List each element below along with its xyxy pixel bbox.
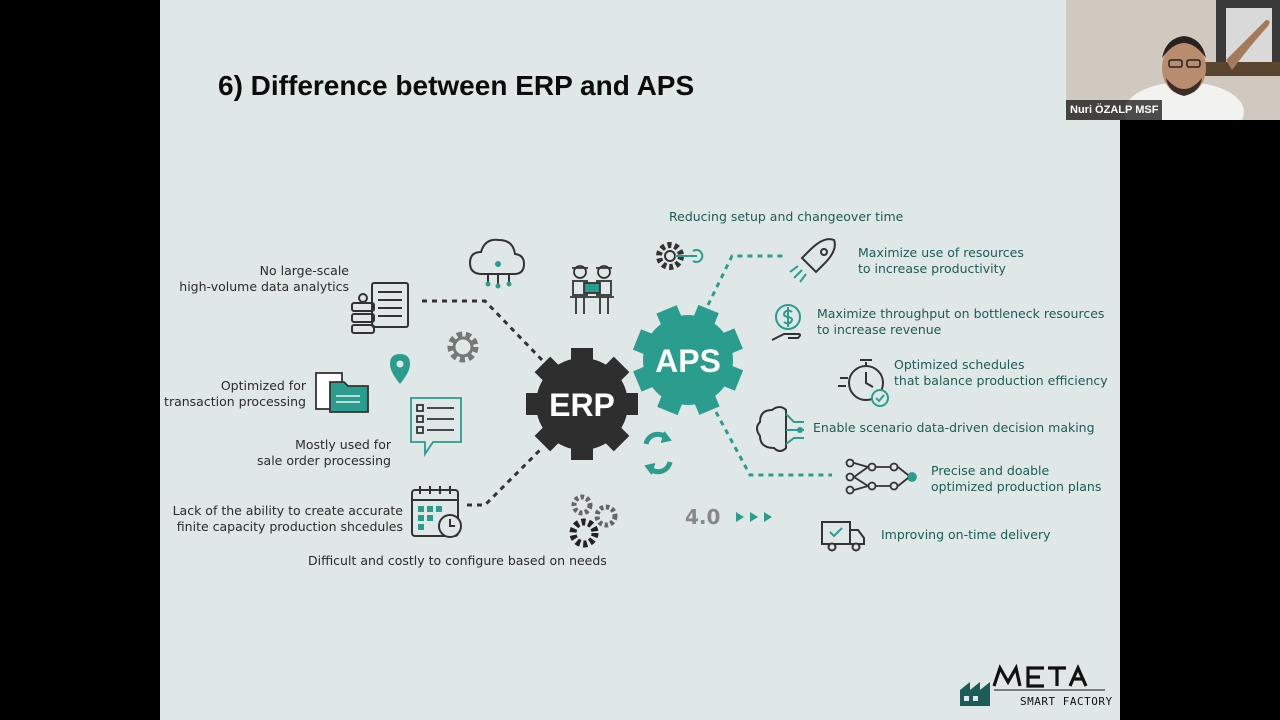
cloud-network-icon — [468, 238, 526, 289]
participant-video-tile[interactable] — [1066, 0, 1280, 120]
diagram-graphic: ERP APS — [315, 238, 917, 552]
aps-point-decision-making: Enable scenario data-driven decision mak… — [813, 420, 1095, 435]
industry-40-badge: 4.0 — [685, 505, 720, 529]
aps-point-on-time-delivery: Improving on-time delivery — [881, 527, 1051, 542]
erp-connector-top — [422, 299, 544, 362]
process-flow-icon — [845, 458, 917, 495]
server-database-icon — [351, 282, 409, 334]
folder-files-icon — [315, 372, 369, 413]
slide: 6) Difference between ERP and APS — [160, 0, 1120, 720]
gear-wrench-icon — [656, 242, 704, 270]
participant-name-tag: Nuri ÖZALP MSF — [1066, 100, 1163, 120]
calendar-clock-icon — [411, 486, 462, 538]
forward-arrows-icon — [736, 512, 772, 522]
erp-connector-bottom — [467, 446, 544, 507]
erp-point-configure-cost: Difficult and costly to configure based … — [308, 553, 607, 568]
erp-gear — [526, 348, 638, 460]
gear-gray-icon — [447, 331, 479, 363]
refresh-cycle-icon — [643, 431, 673, 475]
aps-point-throughput: Maximize throughput on bottleneck resour… — [817, 306, 1105, 337]
delivery-truck-icon — [821, 521, 865, 552]
meta-smart-factory-logo: SMART FACTORY — [960, 663, 1113, 708]
logo-tagline: SMART FACTORY — [1020, 695, 1113, 708]
aps-connector-top — [706, 254, 785, 306]
rocket-icon — [789, 238, 836, 283]
workers-conveyor-icon — [570, 265, 614, 314]
erp-label: ERP — [549, 387, 615, 423]
checklist-chat-icon — [410, 397, 462, 457]
slide-title: 6) Difference between ERP and APS — [218, 70, 695, 101]
gears-cluster-icon — [569, 494, 618, 548]
aps-label: APS — [655, 343, 721, 379]
aps-connector-bottom — [714, 411, 832, 477]
brain-network-icon — [756, 406, 804, 452]
dollar-hand-icon — [771, 304, 801, 341]
stopwatch-check-icon — [838, 359, 889, 407]
aps-point-setup-time: Reducing setup and changeover time — [669, 209, 904, 224]
aps-gear — [632, 304, 744, 416]
location-pin-icon — [390, 354, 410, 384]
